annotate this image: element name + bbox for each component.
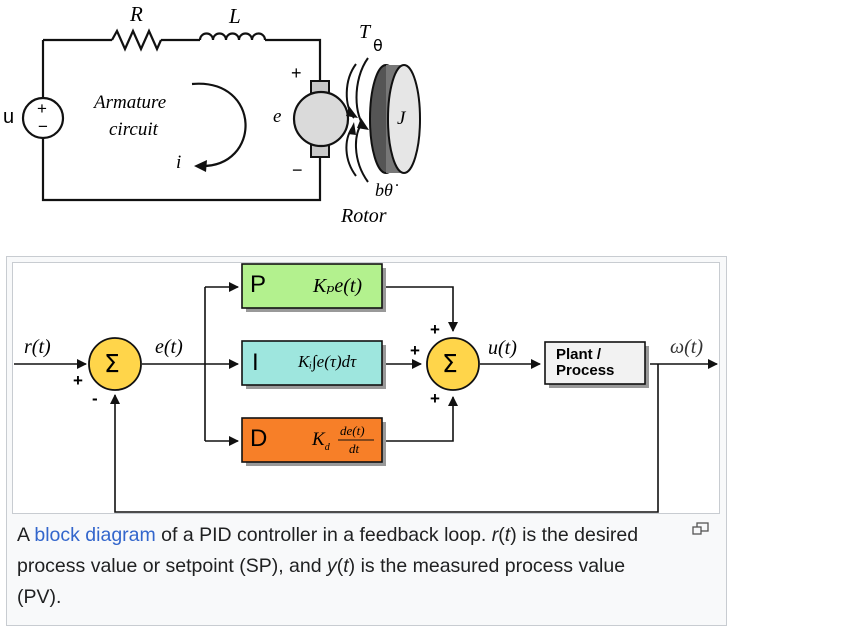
inertia-label: J (397, 108, 406, 129)
rotor-label: Rotor (341, 205, 387, 227)
sum2-plus-left: + (410, 341, 420, 360)
input-label: r(t) (24, 336, 51, 358)
i-letter: I (252, 349, 259, 376)
pid-diagram (14, 263, 718, 513)
omega-label: ω(t) (670, 336, 703, 358)
top-wire-right (265, 38, 322, 82)
inductor-label: L (229, 4, 241, 28)
dc-motor-diagram (21, 28, 421, 202)
d-block (241, 417, 383, 463)
P-to-sum (385, 286, 458, 332)
source-plus: + (37, 99, 47, 118)
i-formula: Kᵢ∫e(τ)dτ (298, 352, 357, 371)
sum1-symbol: Σ (104, 349, 120, 378)
d-letter: D (250, 425, 268, 452)
d-denominator: dt (349, 441, 360, 456)
source-label: u (3, 106, 15, 128)
sum2-plus-top: + (430, 320, 440, 339)
plant-block (544, 341, 646, 385)
resistor (111, 28, 163, 52)
sum1-plus: + (73, 371, 83, 390)
error-label: e(t) (155, 336, 183, 358)
resistor-label: R (130, 2, 143, 26)
plant-label: Plant / Process (556, 346, 615, 379)
p-letter: P (250, 271, 267, 298)
sum-junction-2 (426, 337, 480, 391)
bottom-wire (41, 139, 322, 202)
D-to-sum (385, 396, 458, 442)
torque-T-label: T (359, 21, 371, 43)
enlarge-icon[interactable] (692, 522, 710, 536)
motor-body (292, 90, 350, 148)
sum2-plus-bottom: + (430, 389, 440, 408)
rotor-disc-face (387, 64, 421, 174)
sum-junction-1 (88, 337, 142, 391)
feedback-path (110, 364, 659, 513)
p-formula: Kₚe(t) (313, 275, 363, 297)
d-numerator: de(t) (340, 423, 365, 438)
d-coef: Kd (312, 429, 330, 453)
sum1-minus: - (92, 389, 98, 408)
armature-label-line1: Armature (94, 92, 167, 113)
block-diagram-link[interactable]: block diagram (34, 524, 156, 546)
voltage-source (21, 96, 65, 140)
emf-plus: + (291, 63, 302, 83)
figure-caption: A block diagram of a PID controller in a… (17, 524, 639, 608)
output-u-label: u(t) (488, 337, 517, 359)
sum2-symbol: Σ (442, 349, 458, 378)
i-block (241, 340, 383, 386)
inductor (198, 32, 267, 41)
torque-theta-label: θ (373, 36, 383, 55)
current-arrow-arc (191, 82, 247, 168)
current-arrow-head (194, 160, 207, 172)
friction-label: bθ̇ (375, 180, 393, 200)
emf-minus: − (292, 160, 303, 180)
armature-label-line2: circuit (109, 119, 158, 140)
source-minus: − (38, 117, 48, 136)
emf-label: e (273, 106, 282, 127)
p-block (241, 263, 383, 309)
current-label: i (176, 152, 182, 173)
